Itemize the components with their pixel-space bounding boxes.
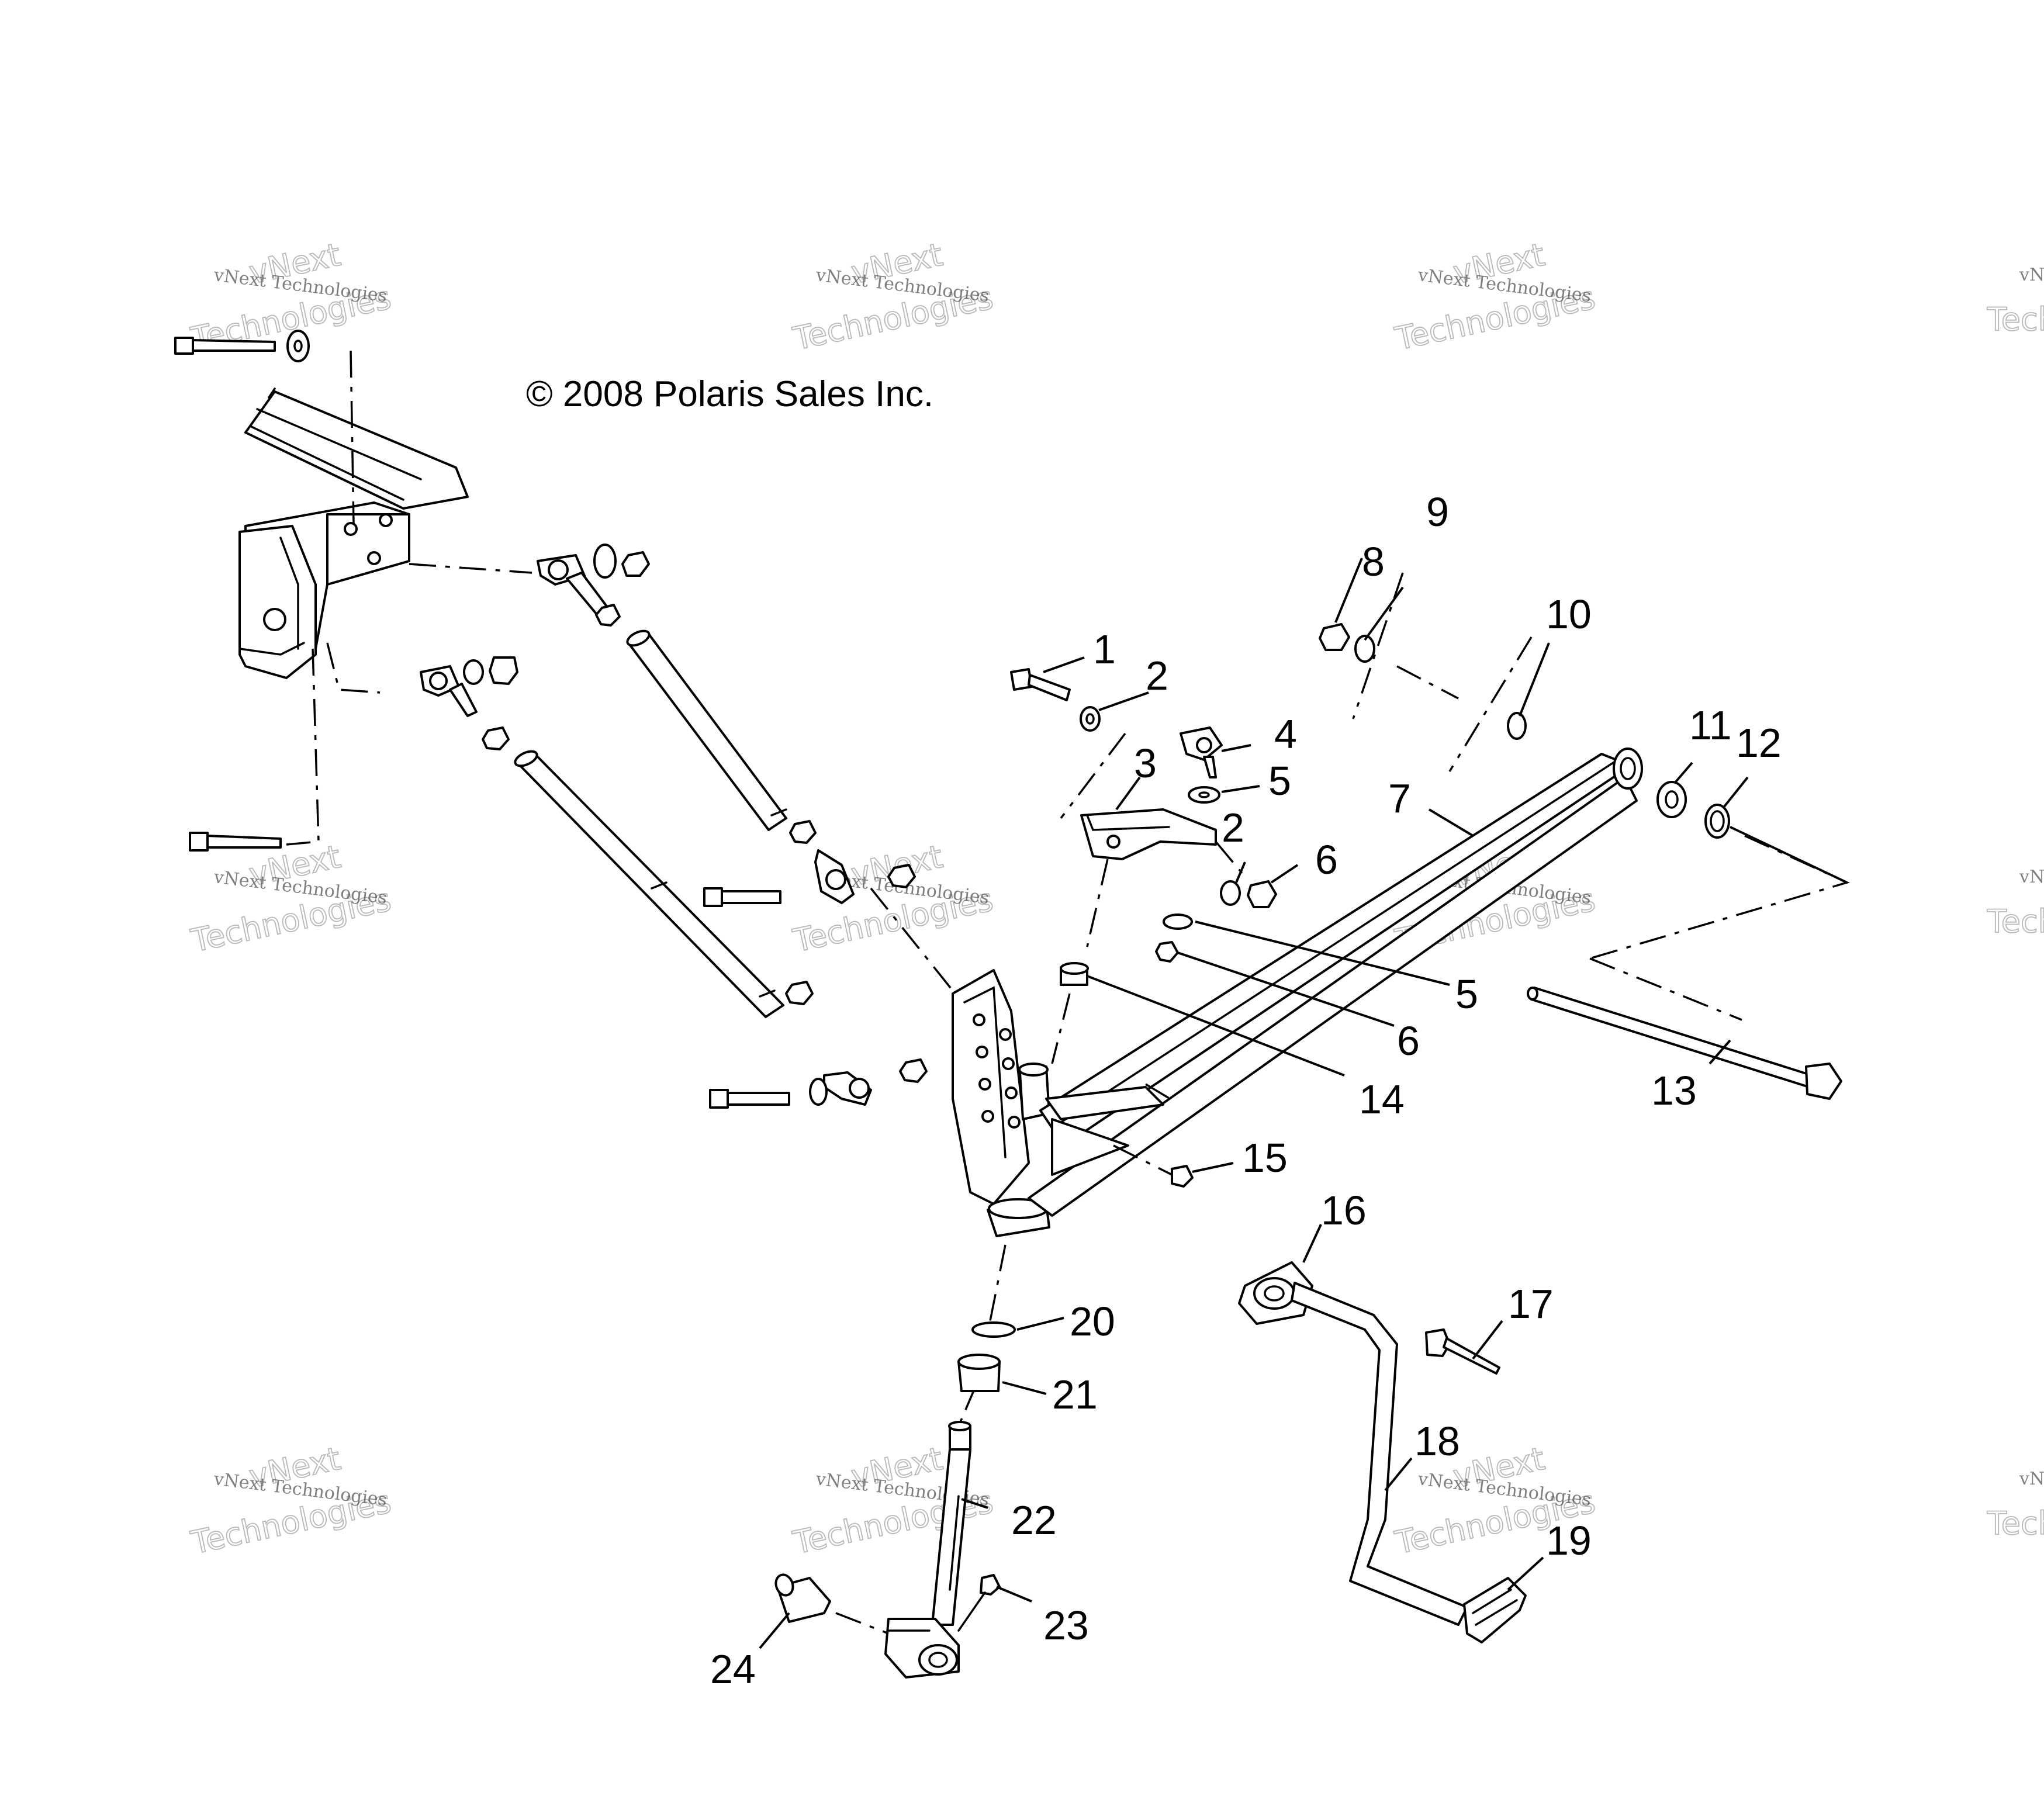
- callout-21: 21: [1052, 1372, 1098, 1417]
- watermark-edge-right: vNext Technologies Technologies vNext Te…: [1986, 265, 2044, 1542]
- callout-9: 9: [1426, 489, 1449, 535]
- brake-pedal-assembly: [1238, 1261, 1527, 1643]
- callout-11: 11: [1689, 703, 1732, 748]
- chassis-bracket: [174, 330, 469, 852]
- svg-text:Technologies: Technologies: [1987, 1505, 2044, 1542]
- callout-8: 8: [1362, 539, 1385, 584]
- leader-lines: [759, 558, 1848, 1649]
- svg-text:Technologies: Technologies: [1987, 903, 2044, 940]
- callout-5-second: 5: [1455, 971, 1478, 1017]
- steering-post: [774, 1244, 1016, 1679]
- callout-3: 3: [1134, 740, 1157, 786]
- chassis-dashes: [286, 350, 532, 846]
- a-arm: [1028, 748, 1643, 1217]
- callout-6: 6: [1315, 837, 1338, 883]
- svg-text:vNext Technologies: vNext Technologies: [2019, 1469, 2044, 1489]
- tie-rod-dash: [870, 887, 966, 1006]
- callout-17: 17: [1508, 1281, 1554, 1327]
- svg-text:vNext Technologies: vNext Technologies: [2019, 265, 2044, 285]
- callout-6-second: 6: [1397, 1018, 1420, 1064]
- callout-14: 14: [1359, 1077, 1405, 1122]
- callout-10: 10: [1546, 591, 1592, 637]
- parts-1-6: [1010, 668, 1277, 986]
- callout-15: 15: [1242, 1135, 1288, 1181]
- upper-tie-rod: [537, 544, 916, 907]
- callout-19: 19: [1546, 1518, 1592, 1563]
- parts-8-13: [1319, 623, 1842, 1100]
- callout-13: 13: [1651, 1068, 1697, 1113]
- lower-tie-rod: [420, 656, 928, 1109]
- callout-numbers: 1 2 3 4 5 6 7 8 9 10 11 12 13 14 15 16 1…: [710, 489, 1782, 1692]
- callout-16: 16: [1321, 1188, 1367, 1233]
- callout-23: 23: [1043, 1603, 1089, 1648]
- callout-12: 12: [1736, 720, 1782, 766]
- callout-24: 24: [710, 1646, 756, 1692]
- callout-1: 1: [1093, 627, 1116, 672]
- callout-2: 2: [1146, 653, 1168, 698]
- svg-text:Technologies: Technologies: [1987, 301, 2044, 338]
- callout-5: 5: [1268, 758, 1291, 804]
- svg-text:vNext Technologies: vNext Technologies: [2019, 867, 2044, 887]
- copyright-text: © 2008 Polaris Sales Inc.: [526, 374, 933, 414]
- upper-dashes: [1051, 732, 1246, 1103]
- callout-18: 18: [1414, 1418, 1460, 1464]
- spindle: [952, 969, 1050, 1237]
- callout-7: 7: [1388, 776, 1411, 821]
- part-15: [1113, 1144, 1194, 1188]
- callout-2-second: 2: [1222, 805, 1244, 850]
- callout-4: 4: [1274, 711, 1297, 757]
- callout-20: 20: [1070, 1299, 1115, 1344]
- callout-22: 22: [1011, 1497, 1057, 1543]
